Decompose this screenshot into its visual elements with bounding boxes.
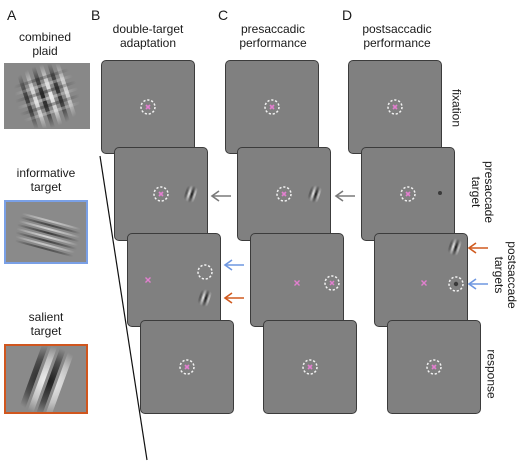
informative-target-patch	[4, 200, 88, 264]
screen-c-postsaccade	[250, 233, 344, 327]
arrow-presaccade-bc	[210, 190, 231, 202]
salient-target-image	[6, 346, 86, 412]
panel-letter-b: B	[91, 7, 101, 23]
salient-target-patch	[4, 344, 88, 414]
screen-b-postsaccade	[127, 233, 221, 327]
combined-plaid-patch	[4, 63, 90, 129]
row-label-response: response	[484, 349, 499, 399]
combined-plaid-image	[5, 64, 89, 128]
arrow-informative-d	[467, 278, 488, 290]
arrow-salient-bc	[223, 292, 244, 304]
time-axis-line	[99, 155, 148, 461]
panel-letter-d: D	[342, 7, 353, 23]
row-label-fixation: fixation	[449, 88, 464, 128]
arrow-presaccade-cd	[334, 190, 355, 202]
informative-target-image	[6, 202, 86, 262]
arrow-salient-d	[467, 242, 488, 254]
arrow-informative-bc	[223, 259, 244, 271]
panel-letter-c: C	[218, 7, 229, 23]
panel-letter-a: A	[7, 7, 17, 23]
